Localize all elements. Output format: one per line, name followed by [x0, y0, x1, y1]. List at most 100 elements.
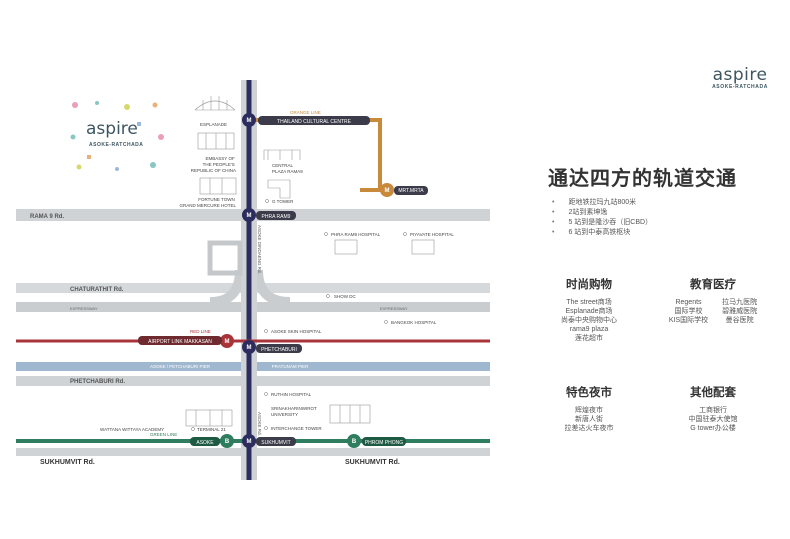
- place-central-line1: CENTRAL: [272, 163, 294, 168]
- pier-label-pratunam: PRATUNAM PIER: [272, 364, 309, 369]
- place-asoke-skin: ASOKE SKIN HOSPITAL: [271, 329, 322, 334]
- mrt-icon: M: [247, 439, 252, 445]
- place-embassy-line2: THE PEOPLE'S: [203, 162, 235, 167]
- category-shopping: 时尚购物 The street商场 Esplanade商场 尚泰中央购物中心 r…: [534, 276, 644, 343]
- place-piyavate: PIYAVATE HOSPITAL: [410, 232, 454, 237]
- feature-item: 2站到素坤逸: [552, 208, 652, 218]
- feature-item: 6 站到中泰高铁枢块: [552, 228, 652, 238]
- pier-label-asoke: ASOKE / PETCHABURI PIER: [150, 364, 211, 369]
- poi-dot-icon: [264, 329, 268, 333]
- building-gtower: [267, 179, 291, 199]
- place-interchange: INTERCHANGE TOWER: [271, 426, 322, 431]
- category-item: 曼谷医院: [725, 317, 754, 324]
- label-bg: [394, 186, 428, 195]
- category-title: 特色夜市: [566, 385, 612, 399]
- bts-icon: B: [352, 439, 357, 445]
- road-label-asoke-dindaeng: ASOKE DINDAENG Rd.: [257, 225, 262, 274]
- place-wattana: WATTANA WITTAYA ACADEMY: [100, 427, 164, 432]
- category-item: 拉马九医院: [722, 299, 758, 306]
- station-label-phetchaburi: PHETCHABURI: [261, 347, 297, 353]
- page-title: 通达四方的轨道交通: [548, 166, 737, 190]
- poi-dot-icon: [191, 427, 195, 431]
- aspire-logo-tile: aspire ASOKE-RATCHADA: [67, 97, 167, 175]
- logo-subtitle: ASOKE-RATCHADA: [89, 142, 144, 148]
- line-label-green: GREEN LINE: [150, 432, 177, 437]
- expressway-curve-right: [253, 269, 291, 307]
- brand-subtitle: ASOKE-RATCHADA: [712, 84, 768, 90]
- station-sukhumvit[interactable]: M: [242, 434, 256, 448]
- place-embassy-line3: REPUBLIC OF CHINA: [191, 168, 236, 173]
- category-item: 工商银行: [699, 407, 727, 414]
- mrt-icon: M: [247, 345, 252, 351]
- orange-line: [249, 118, 382, 192]
- label-bg: [258, 116, 370, 125]
- building-embassy: [197, 132, 235, 150]
- logo-wordmark: aspire: [86, 119, 138, 139]
- brand-logo: aspire ASOKE-RATCHADA: [712, 66, 768, 90]
- category-item: 辉煌夜市: [575, 407, 603, 414]
- place-ruthin: RUTHIN HOSPITAL: [271, 392, 312, 397]
- place-bangkok-hospital: BANGKOK HOSPITAL: [391, 320, 437, 325]
- poi-dot-icon: [264, 392, 268, 396]
- road-label-expressway-right: EXPRESSWAY: [380, 306, 408, 311]
- category-item: 碧雅威医院: [722, 308, 758, 315]
- road-label-sukhumvit-right: SUKHUMVIT Rd.: [345, 459, 400, 466]
- place-fortune-line1: FORTUNE TOWN: [198, 197, 235, 202]
- poi-dot-icon: [264, 426, 268, 430]
- category-item: Esplanade商场: [565, 308, 613, 315]
- road-label-sukhumvit-left: SUKHUMVIT Rd.: [40, 459, 95, 466]
- station-label-rama9: PHRA RAM9: [262, 214, 291, 220]
- bts-icon: B: [225, 439, 230, 445]
- category-item: 拉差达火车夜市: [564, 425, 614, 432]
- station-rama9[interactable]: M: [242, 208, 256, 222]
- category-item: 新唐人街: [575, 416, 603, 423]
- station-label-asoke: ASOKE: [196, 440, 214, 446]
- label-bg: [256, 211, 296, 220]
- category-title: 其他配套: [690, 385, 736, 399]
- station-phetchaburi[interactable]: M: [242, 340, 256, 354]
- line-label-orange: ORANGE LINE: [290, 110, 321, 115]
- feature-item: 距地铁拉玛九站800米: [552, 198, 652, 208]
- place-showdc: SHOW DC: [334, 294, 356, 299]
- building-fortune: [199, 177, 237, 195]
- poi-dot-icon: [384, 320, 388, 324]
- place-phraram-hospital: PHRA RAM9 HOSPITAL: [331, 232, 381, 237]
- category-item: 莲花超市: [575, 335, 603, 342]
- station-label-phrom-phong: PHROM PHONG: [365, 440, 403, 446]
- confetti-pattern-icon: [70, 101, 164, 171]
- train-icon: M: [225, 339, 230, 345]
- svg-text:EMBASSY OF THE PEOPLE'S: EMBASSY OF THE PEOPLE'S REPUBLIC OF CHIN…: [191, 156, 236, 173]
- mrt-icon: M: [247, 213, 252, 219]
- poi-dot-icon: [326, 294, 330, 298]
- category-item: G tower办公楼: [690, 425, 736, 432]
- svg-text:SRINAKHARINWIROT UNIVERSIT: SRINAKHARINWIROT UNIVERSITY: [271, 406, 318, 417]
- category-night-market: 特色夜市 辉煌夜市 新唐人街 拉差达火车夜市: [534, 384, 644, 433]
- poi-dot-icon: [265, 199, 269, 203]
- place-central-line2: PLAZA RAMA9: [272, 169, 303, 174]
- category-item: The street商场: [566, 299, 612, 306]
- category-other: 其他配套 工商银行 中国驻泰大使馆 G tower办公楼: [658, 384, 768, 433]
- station-esplanade[interactable]: M: [242, 113, 256, 127]
- road-label-phetchaburi: PHETCHABURI Rd.: [70, 379, 125, 385]
- category-title: 时尚购物: [566, 277, 612, 291]
- category-item: 中国驻泰大使馆: [688, 416, 738, 423]
- category-title: 教育医疗: [690, 277, 736, 291]
- station-asoke[interactable]: B: [220, 434, 234, 448]
- label-bg: [256, 437, 296, 446]
- brand-wordmark: aspire: [712, 65, 768, 85]
- road-label-asoke: ASOKE Rd.: [257, 412, 262, 436]
- road-side: [207, 240, 243, 276]
- station-phrom-phong[interactable]: B: [347, 434, 361, 448]
- station-mrt-mrta[interactable]: M: [380, 183, 394, 197]
- place-embassy-line1: EMBASSY OF: [206, 156, 235, 161]
- category-item: rama9 plaza: [569, 326, 609, 333]
- category-education: 教育医疗 Regents 国际学校 KIS国际学校 拉马九医院 碧雅威医院 曼谷…: [658, 276, 768, 325]
- building-hospital: [334, 239, 435, 255]
- place-swu-line1: SRINAKHARINWIROT: [271, 406, 317, 411]
- station-makkasan[interactable]: M: [220, 334, 234, 348]
- place-terminal21: TERMINAL 21: [197, 427, 226, 432]
- station-label-esplanade: ESPLANADE: [200, 122, 227, 127]
- label-bg: [256, 344, 302, 353]
- station-label-mrt-mrta: MRT.MRTA: [398, 188, 424, 194]
- station-label-makkasan: AIRPORT LINK MAKKASAN: [148, 339, 212, 345]
